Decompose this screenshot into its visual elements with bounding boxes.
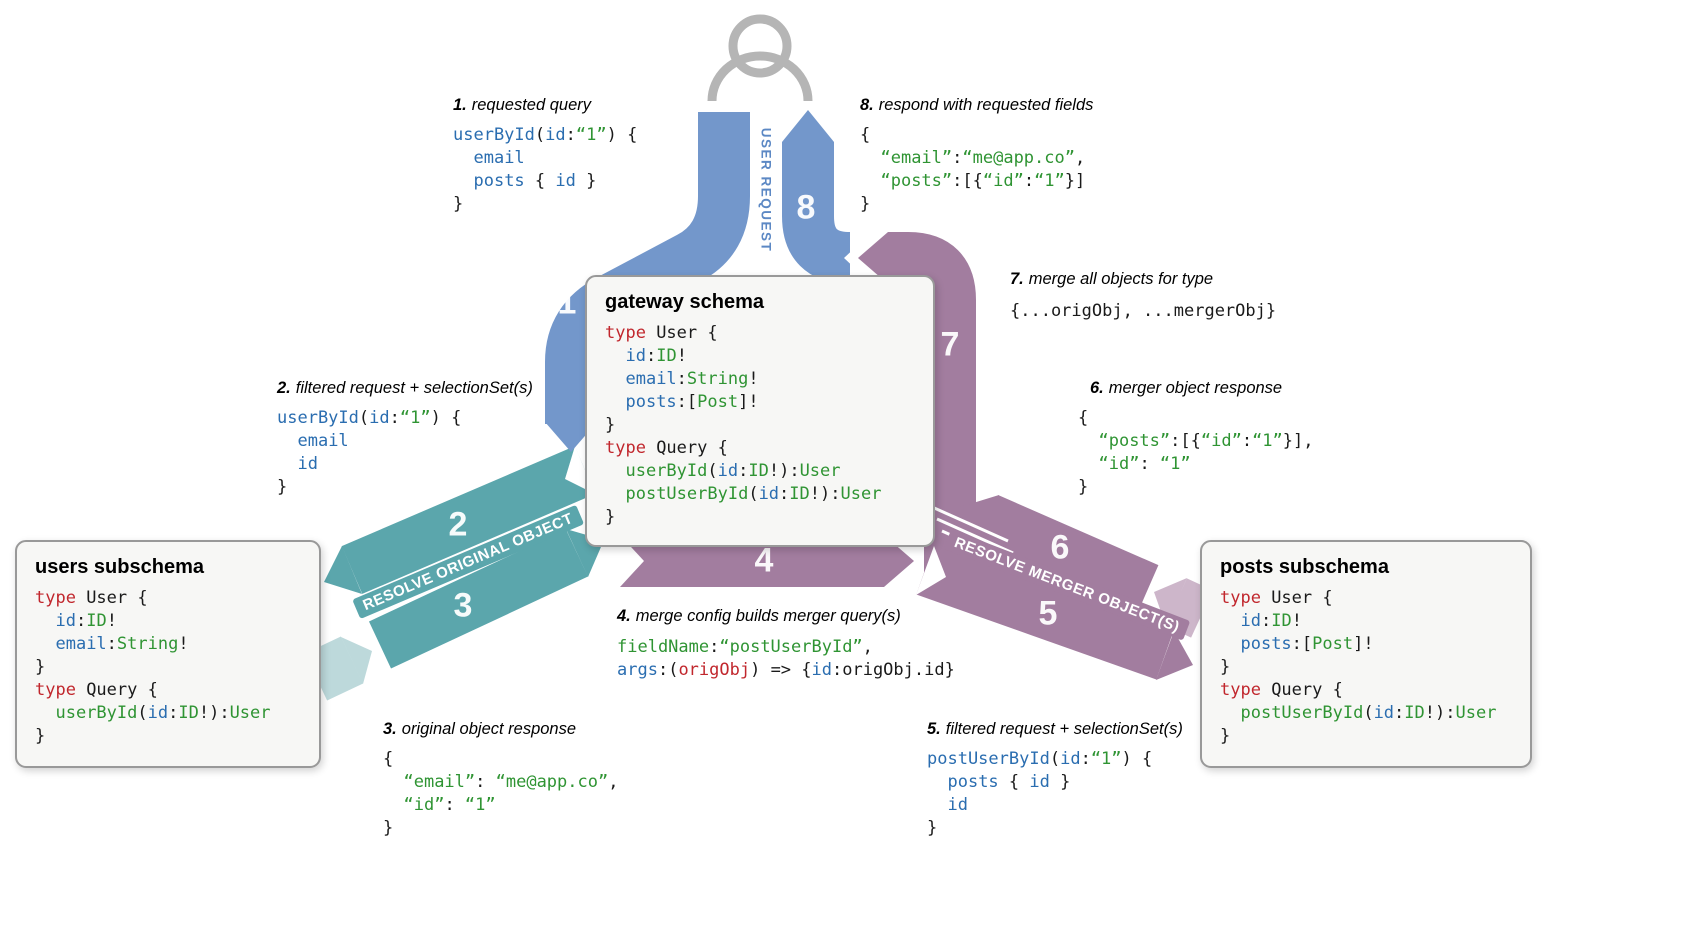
step-6-code: { “posts”:[{“id”:“1”}], “id”: “1”} (1078, 408, 1314, 497)
arrow-7-band (882, 232, 976, 586)
step-7-label: 7.merge all objects for type (1010, 270, 1214, 288)
arrow-4-band (620, 535, 914, 587)
gateway-schema-title: gateway schema (605, 291, 764, 313)
arrow-3-band (304, 529, 604, 701)
step-8-code: { “email”:“me@app.co”, “posts”:[{“id”:“1… (860, 125, 1086, 214)
gateway-schema-code: type User { id:ID! email:String! posts:[… (605, 323, 882, 527)
step-4-label: 4.merge config builds merger query(s) (617, 607, 901, 625)
users-subschema-code: type User { id:ID! email:String!}type Qu… (35, 588, 271, 746)
arrow-6-number: 6 (1050, 528, 1070, 567)
step-1-code: userById(id:“1”) { email posts { id }} (453, 125, 638, 214)
arrow-7-number: 7 (940, 325, 960, 364)
step-6-label: 6.merger object response (1090, 379, 1283, 397)
step-5-label: 5.filtered request + selectionSet(s) (927, 720, 1183, 738)
arrow-7-head (858, 232, 888, 284)
arrow-1-number: 1 (557, 283, 577, 322)
posts-subschema-code: type User { id:ID! posts:[Post]!}type Qu… (1220, 588, 1497, 746)
step-1-label: 1.requested query (453, 96, 592, 114)
step-5-code: postUserById(id:“1”) { posts { id } id} (927, 749, 1153, 838)
posts-subschema-title: posts subschema (1220, 556, 1389, 578)
step-8-label: 8.respond with requested fields (860, 96, 1094, 114)
step-3-label: 3.original object response (383, 720, 577, 738)
arrow-5-number: 5 (1038, 594, 1058, 633)
posts-subschema-panel: posts subschema type User { id:ID! posts… (1200, 540, 1532, 768)
arrow-5-band (916, 545, 1193, 680)
users-subschema-title: users subschema (35, 556, 204, 578)
step-2-code: userById(id:“1”) { email id} (277, 408, 462, 497)
step-7-code: {...origObj, ...mergerObj} (1010, 301, 1277, 321)
arrow-3-number: 3 (453, 586, 473, 625)
user-request-label: USER REQUEST (758, 127, 774, 253)
gateway-schema-panel: gateway schema type User { id:ID! email:… (585, 275, 935, 547)
arrow-8-band (782, 110, 852, 284)
arrow-4-number: 4 (754, 541, 774, 580)
user-icon (707, 14, 813, 102)
step-2-label: 2.filtered request + selectionSet(s) (277, 379, 533, 397)
step-3-code: { “email”: “me@app.co”, “id”: “1”} (383, 749, 619, 838)
arrow-8-number: 8 (796, 188, 816, 227)
step-4-code: fieldName:“postUserById”,args:(origObj) … (617, 637, 955, 680)
arrow-2-number: 2 (448, 505, 468, 544)
users-subschema-panel: users subschema type User { id:ID! email… (15, 540, 321, 768)
